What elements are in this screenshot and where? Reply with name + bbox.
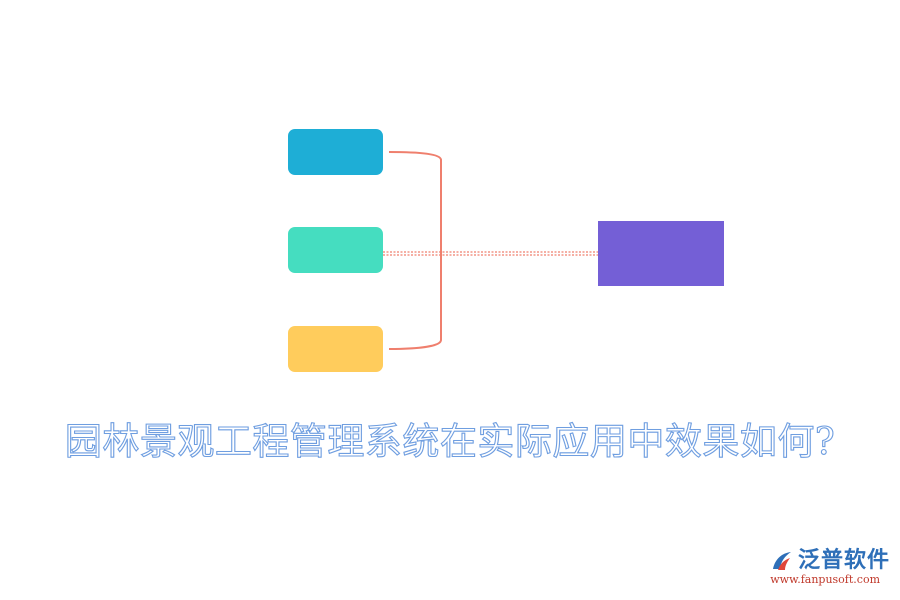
fanpu-logo-icon bbox=[772, 552, 791, 570]
logo-url: www.fanpusoft.com bbox=[770, 573, 880, 586]
logo-name: 泛普软件 bbox=[797, 548, 890, 573]
diagram-node-blue bbox=[288, 129, 383, 175]
logo-row: 泛普软件 bbox=[770, 549, 890, 573]
diagram-node-purple bbox=[598, 221, 724, 286]
diagram-node-yellow bbox=[288, 326, 383, 372]
logo: 泛普软件 www.fanpusoft.com bbox=[770, 549, 890, 587]
page-title: 园林景观工程管理系统在实际应用中效果如何? bbox=[64, 419, 836, 463]
diagram-node-teal bbox=[288, 227, 383, 273]
bracket-connector bbox=[388, 151, 442, 350]
